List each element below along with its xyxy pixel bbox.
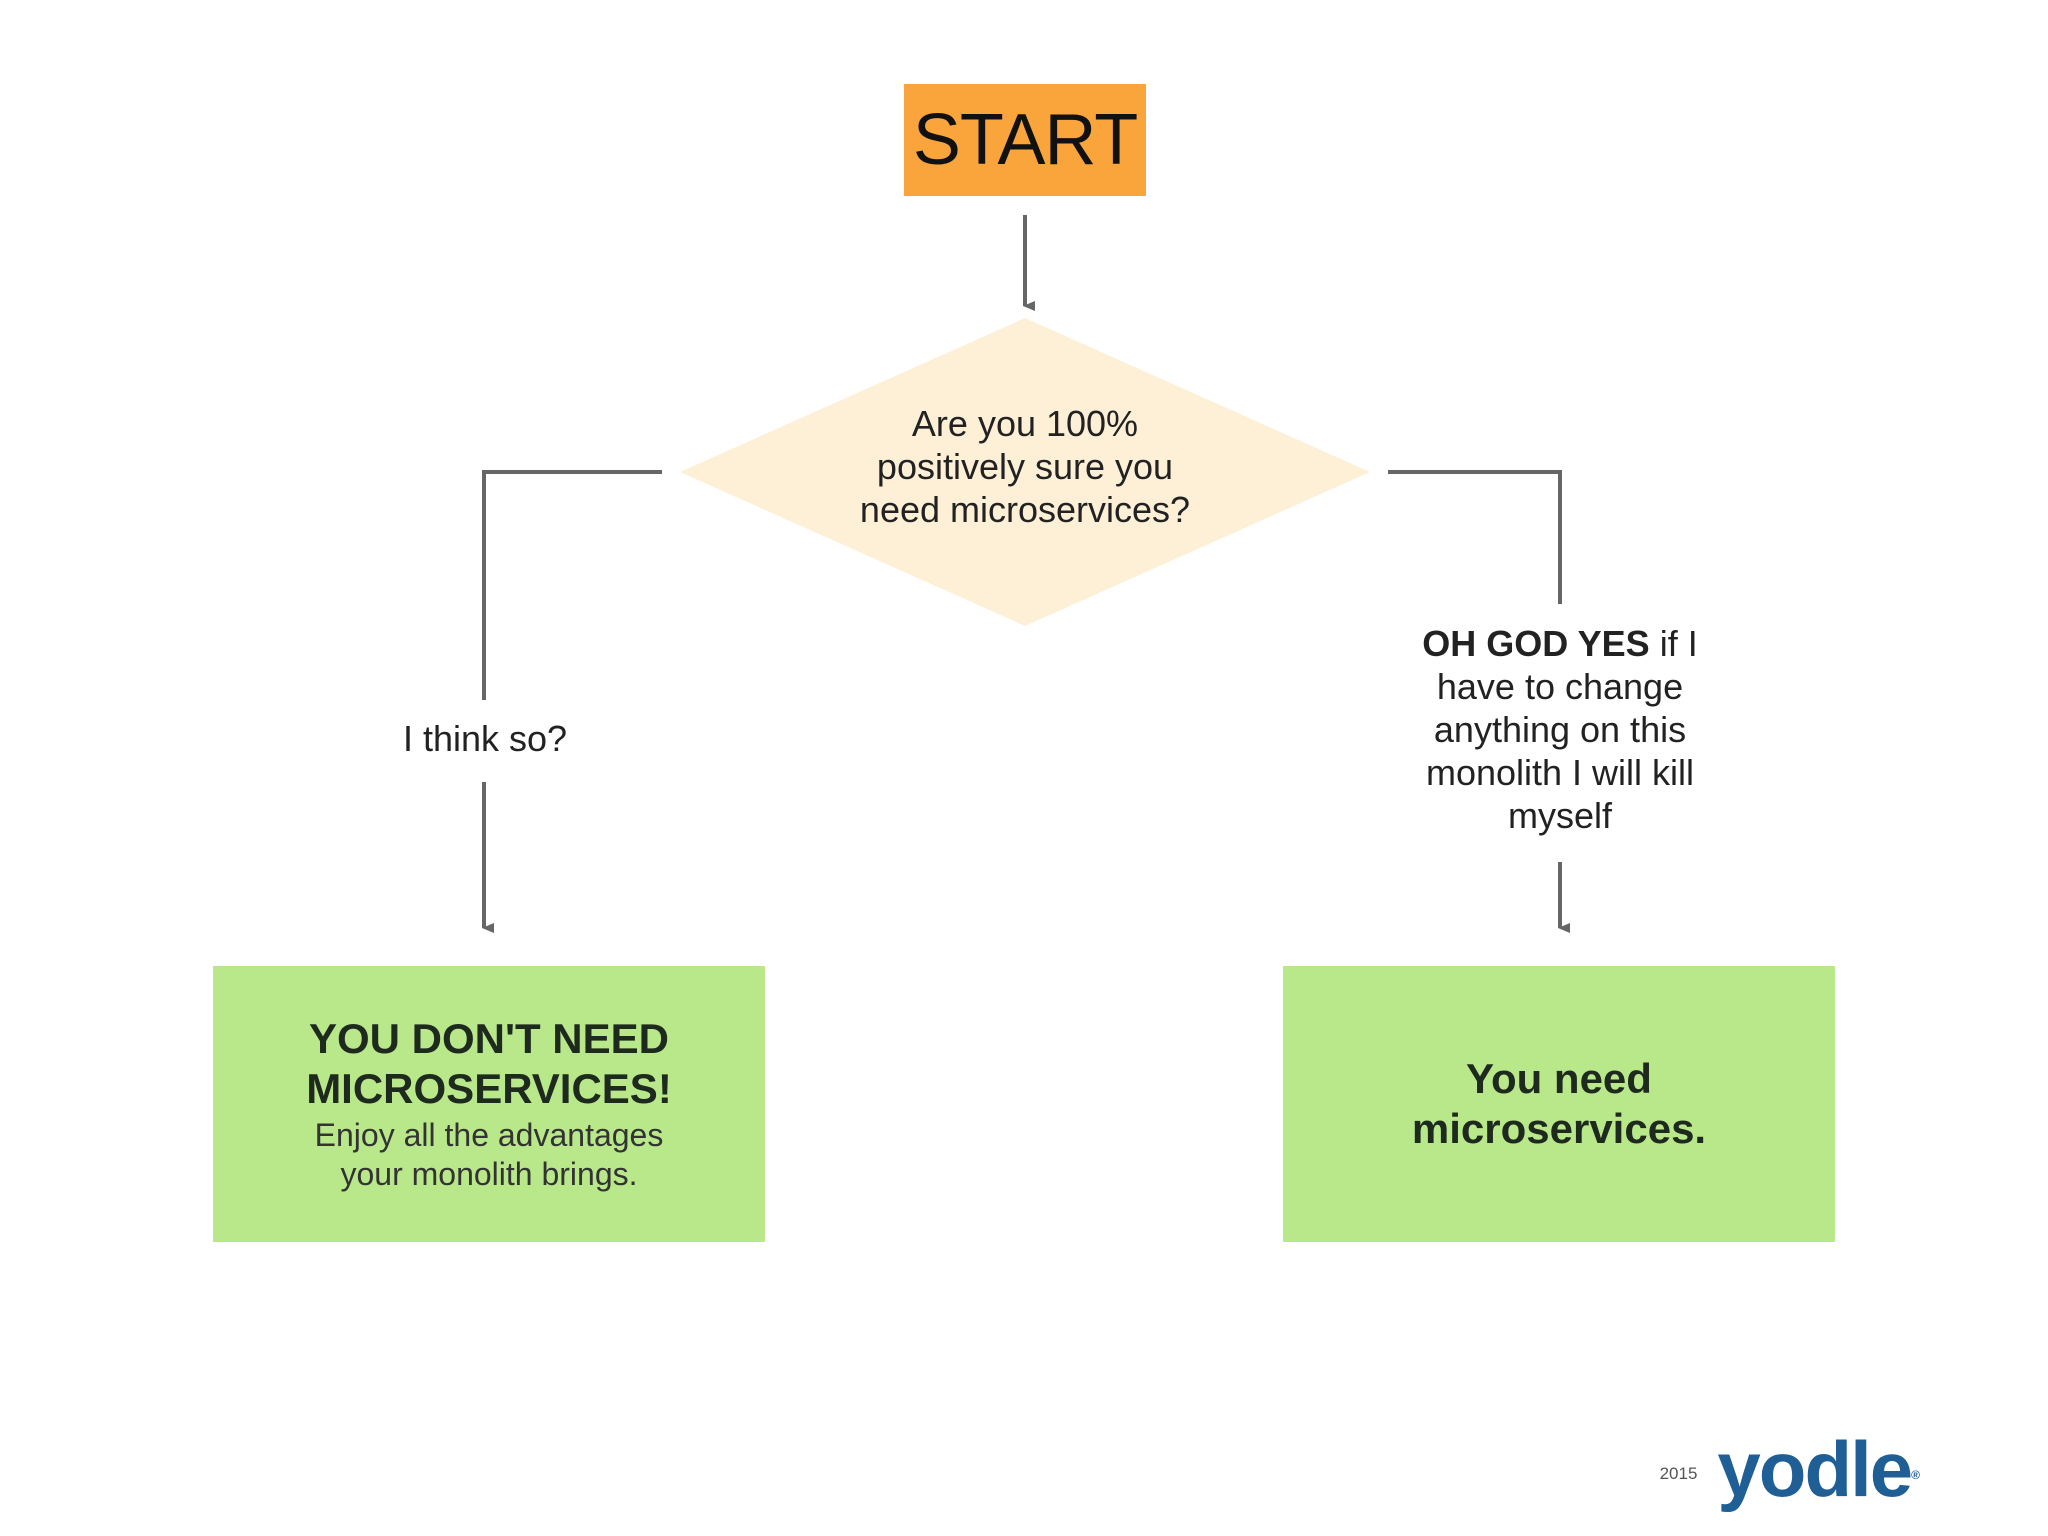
right-branch-label-line: myself	[1507, 795, 1612, 836]
footer-year: 2015	[1659, 1464, 1698, 1483]
decision-question: Are you 100% positively sure you need mi…	[780, 402, 1270, 531]
left-result-subtext-line: Enjoy all the advantages	[314, 1117, 664, 1153]
right-branch-label-line: if I	[1649, 623, 1698, 664]
left-result-subtext-line: your monolith brings.	[340, 1156, 638, 1192]
right-result-node: You need microservices.	[1283, 966, 1835, 1242]
logo-text: yodle	[1717, 1425, 1913, 1513]
left-result-headline: MICROSERVICES!	[306, 1065, 672, 1112]
left-branch-label: I think so?	[380, 718, 590, 760]
right-branch-label-bold: OH GOD YES	[1422, 623, 1650, 664]
question-line: need microservices?	[859, 489, 1191, 530]
decision-diamond	[680, 318, 1370, 626]
yodle-logo: yodle®	[1717, 1430, 1920, 1508]
right-branch-label-line: have to change	[1436, 666, 1684, 707]
registered-mark: ®	[1911, 1468, 1920, 1482]
right-branch-label-line: monolith I will kill	[1425, 752, 1695, 793]
left-result-headline: YOU DON'T NEED	[308, 1015, 669, 1062]
right-result-headline: You need	[1466, 1055, 1652, 1102]
question-line: Are you 100%	[911, 403, 1139, 444]
start-node: START	[904, 84, 1146, 196]
right-branch-label-line: anything on this	[1433, 709, 1687, 750]
footer: 2015 yodle®	[1659, 1430, 1920, 1508]
right-branch-line	[1388, 470, 1562, 604]
right-result-headline: microservices.	[1411, 1105, 1707, 1152]
left-branch-line	[482, 470, 662, 700]
right-branch-label: OH GOD YES if I have to change anything …	[1395, 622, 1725, 837]
start-label: START	[912, 100, 1138, 180]
left-result-node: YOU DON'T NEED MICROSERVICES! Enjoy all …	[213, 966, 765, 1242]
left-result-subtext: Enjoy all the advantages your monolith b…	[315, 1116, 664, 1194]
question-line: positively sure you	[876, 446, 1174, 487]
